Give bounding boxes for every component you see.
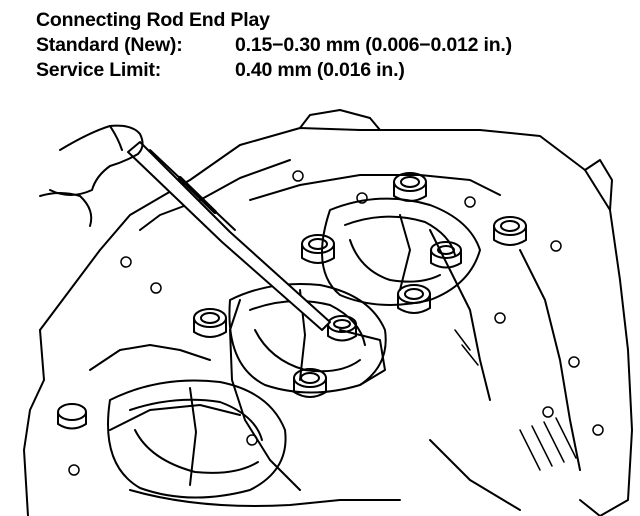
specification-block: Connecting Rod End Play Standard (New): 0… (36, 8, 512, 83)
connecting-rod (228, 283, 387, 394)
standard-value: 0.15−0.30 mm (0.006−0.012 in.) (235, 34, 512, 56)
bolt-holes (68, 170, 604, 476)
cap-bolts (57, 172, 527, 430)
hand-outline (39, 124, 144, 227)
engine-block-outline (39, 127, 633, 516)
standard-label: Standard (New): (36, 34, 183, 56)
crank-journal-front (107, 379, 287, 499)
limit-value: 0.40 mm (0.016 in.) (235, 59, 405, 81)
limit-row: Service Limit: 0.40 mm (0.016 in.) (36, 58, 512, 83)
feeler-gauge (127, 141, 331, 331)
limit-label: Service Limit: (36, 59, 162, 81)
standard-row: Standard (New): 0.15−0.30 mm (0.006−0.012… (36, 33, 512, 58)
spec-title: Connecting Rod End Play (36, 9, 270, 31)
engine-block-illustration (23, 109, 633, 516)
block-ribs (454, 329, 577, 471)
